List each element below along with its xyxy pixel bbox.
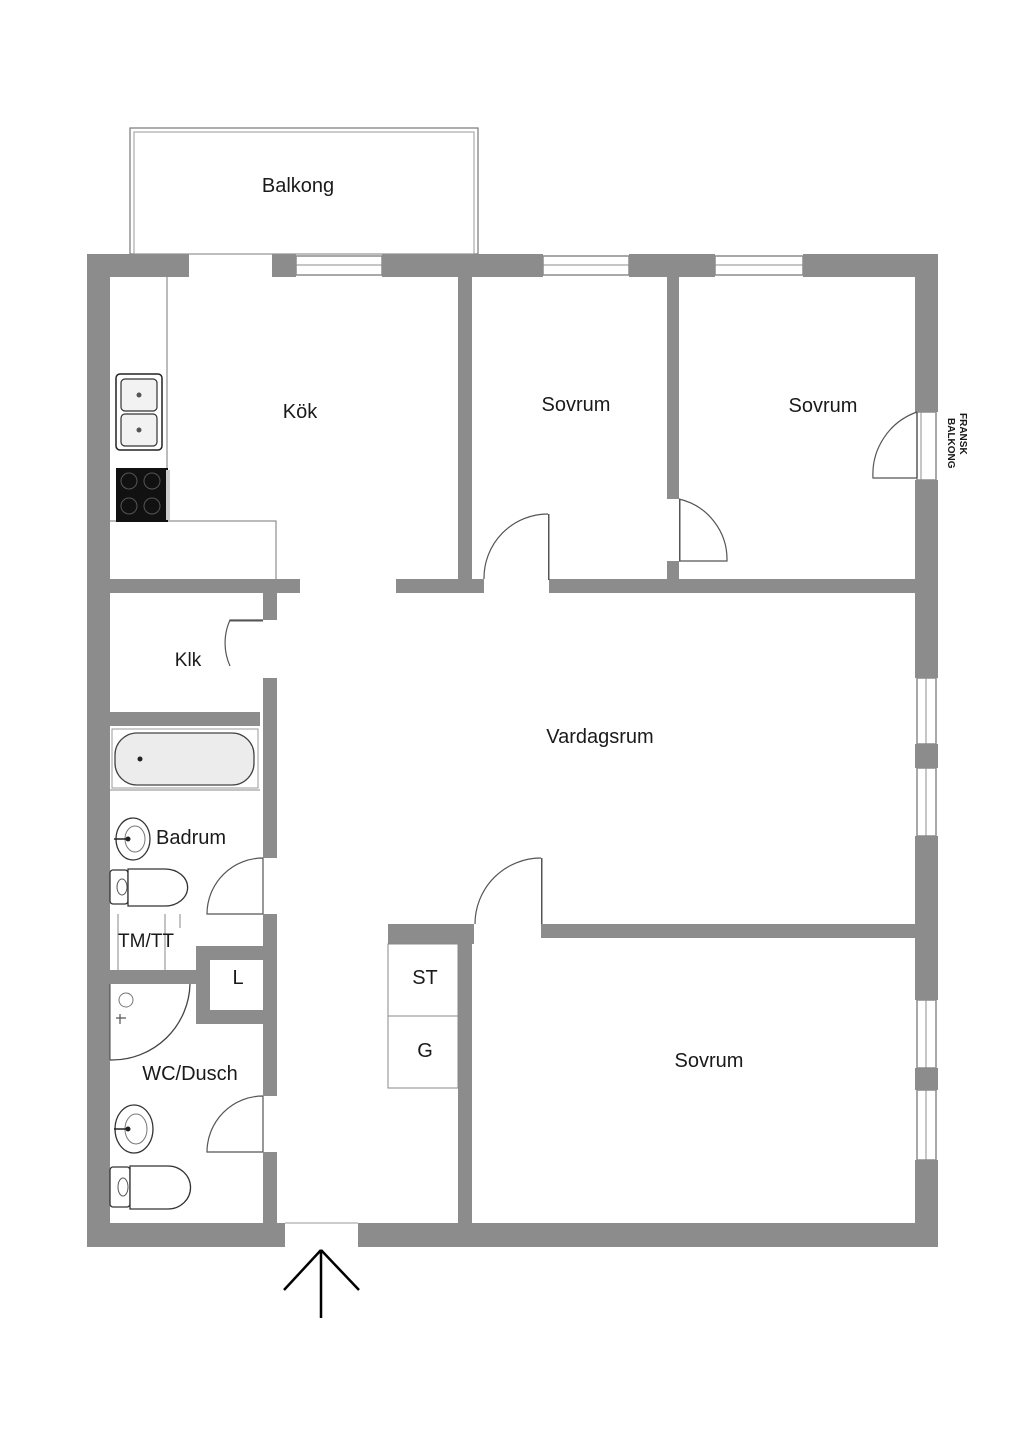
washbasin-icon [114,817,151,861]
sink-icon [115,373,163,451]
washer-dryer-outline [117,914,181,970]
doors [206,498,728,1224]
label-tmtt: TM/TT [118,931,174,952]
label-l: L [232,967,243,989]
windows [295,255,937,1161]
toilet-icon [109,1165,192,1210]
french-balcony-door [872,411,937,481]
label-st: ST [412,967,438,989]
label-klk: Klk [175,650,202,671]
label-kok: Kök [283,401,318,423]
entrance-arrow-icon [283,1249,360,1318]
balcony [129,127,479,255]
label-wc-dusch: WC/Dusch [142,1063,238,1085]
label-vardagsrum: Vardagsrum [546,726,653,748]
toilet-icon [109,868,189,907]
label-fransk-balkong-1: FRANSK [957,413,968,455]
label-balkong: Balkong [262,175,334,197]
label-badrum: Badrum [156,827,226,849]
outer-walls [87,254,938,1247]
washbasin-icon [114,1104,154,1154]
shower-icon [109,983,191,1061]
label-sovrum-1: Sovrum [542,394,611,416]
label-g: G [417,1040,433,1062]
label-sovrum-3: Sovrum [675,1050,744,1072]
bathtub-icon [111,728,259,789]
storage-closets [387,943,459,1089]
stove-icon [116,468,170,522]
label-fransk-balkong-2: BALKONG [945,418,956,469]
label-sovrum-2: Sovrum [789,395,858,417]
interior-walls [110,277,938,1224]
